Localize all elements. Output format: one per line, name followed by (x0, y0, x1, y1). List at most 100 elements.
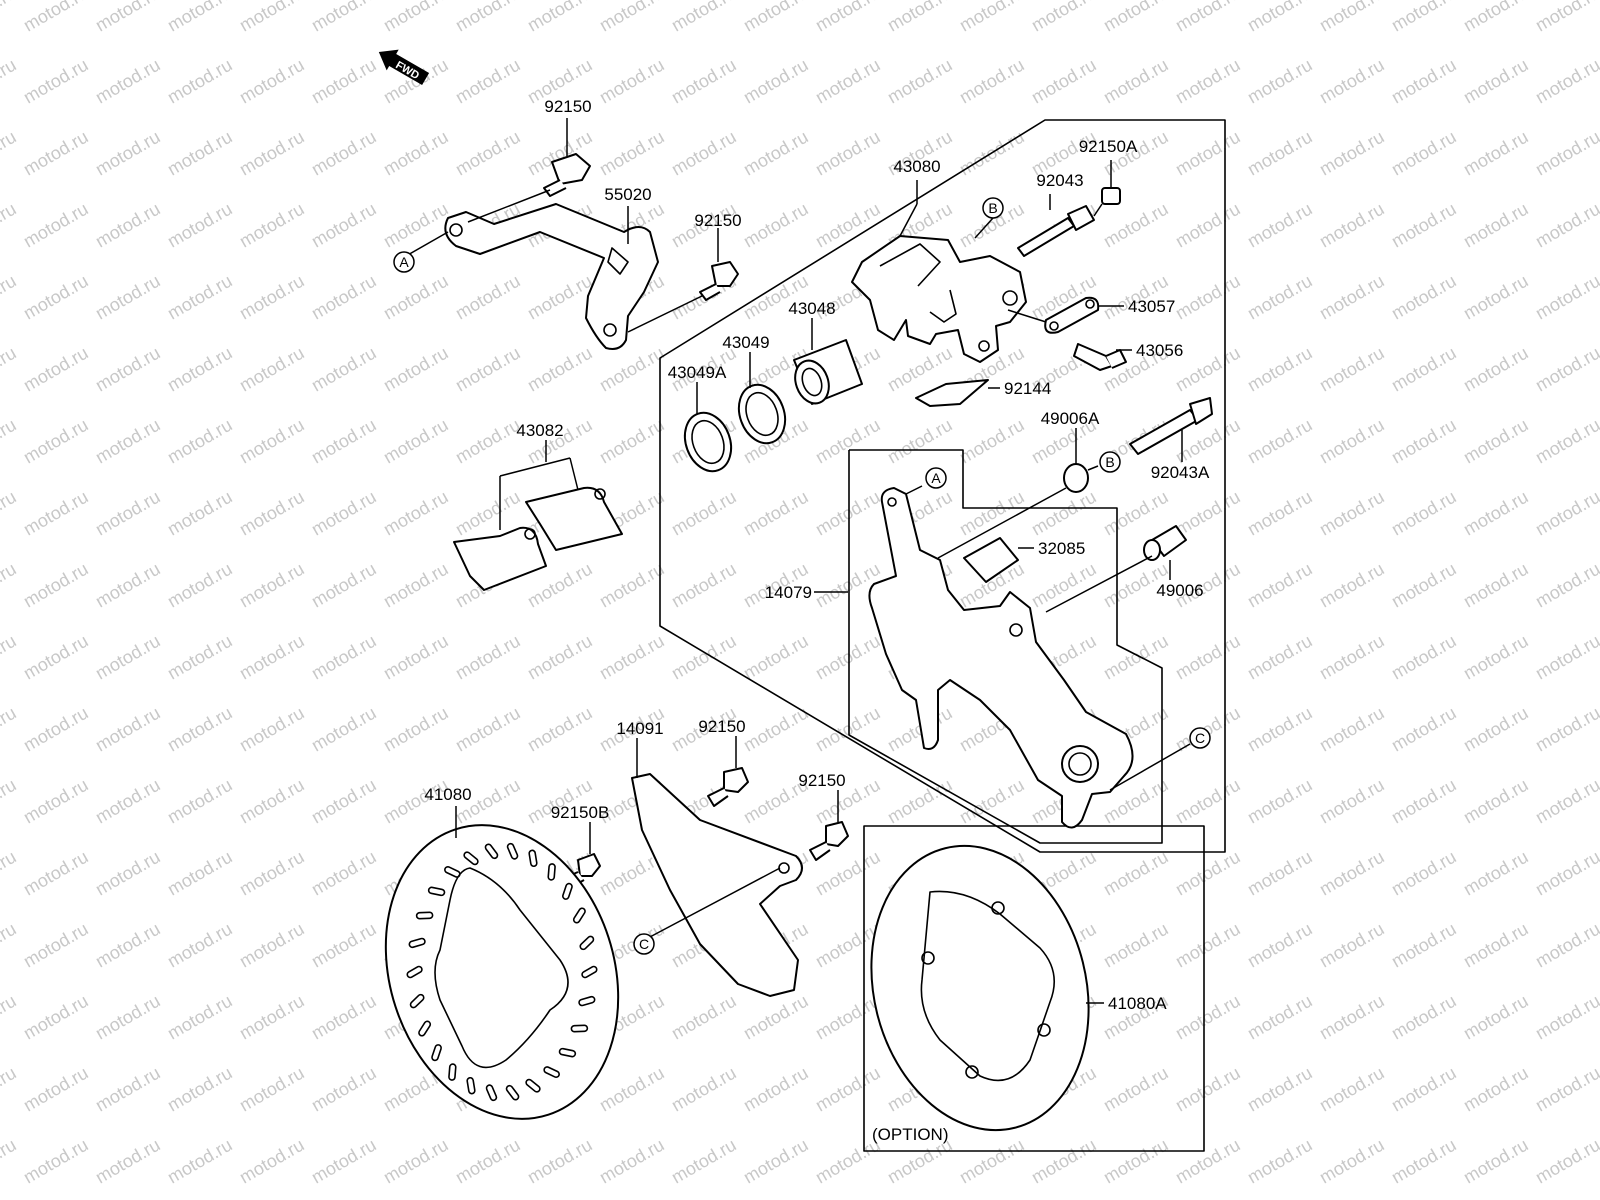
watermark-text: motod.ru (812, 127, 884, 180)
watermark-text: motod.ru (740, 199, 812, 252)
watermark-text: motod.ru (308, 991, 380, 1044)
watermark-text: motod.ru (812, 487, 884, 540)
watermark-text: motod.ru (1244, 271, 1316, 324)
watermark-text: motod.ru (1316, 55, 1388, 108)
watermark-text: motod.ru (92, 1063, 164, 1116)
disc-slot (415, 911, 434, 920)
disc-slot (525, 1078, 541, 1093)
watermark-text: motod.ru (20, 703, 92, 756)
watermark-text: motod.ru (1532, 775, 1600, 828)
watermark-text: motod.ru (1100, 631, 1172, 684)
watermark-text: motod.ru (0, 1063, 20, 1116)
watermark-text: motod.ru (524, 0, 596, 35)
watermark-text: motod.ru (1388, 271, 1460, 324)
watermark-text: motod.ru (1172, 271, 1244, 324)
watermark-text: motod.ru (524, 271, 596, 324)
watermark-text: motod.ru (20, 847, 92, 900)
watermark-text: motod.ru (1388, 919, 1460, 972)
watermark-text: motod.ru (452, 631, 524, 684)
part-labels: 92150 55020 92150 43080 92150A 92043 430… (424, 97, 1210, 1144)
caliper-bracket-box (848, 449, 1163, 844)
watermark-text: motod.ru (1532, 415, 1600, 468)
plate-32085-icon (963, 537, 1019, 583)
watermark-text: motod.ru (308, 703, 380, 756)
watermark-text: motod.ru (668, 559, 740, 612)
watermark-text: motod.ru (740, 127, 812, 180)
watermark-text: motod.ru (308, 199, 380, 252)
watermark-text: motod.ru (812, 1063, 884, 1116)
watermark-text: motod.ru (1316, 631, 1388, 684)
disc-slot (448, 1063, 457, 1081)
disc-slot (572, 907, 586, 924)
label-92150-top: 92150 (544, 97, 591, 116)
watermark-text: motod.ru (236, 0, 308, 35)
watermark-text: motod.ru (0, 847, 20, 900)
watermark-text: motod.ru (1460, 775, 1532, 828)
svg-text:B: B (1105, 454, 1114, 470)
disc-slot (547, 863, 556, 881)
watermark-text: motod.ru (1244, 919, 1316, 972)
watermark-text: motod.ru (164, 127, 236, 180)
label-14091: 14091 (616, 719, 663, 738)
watermark-text: motod.ru (92, 415, 164, 468)
watermark-text: motod.ru (956, 55, 1028, 108)
watermark-text: motod.ru (1172, 991, 1244, 1044)
watermark-text: motod.ru (1172, 55, 1244, 108)
boot-49006A-icon (1063, 463, 1089, 493)
watermark-text: motod.ru (164, 487, 236, 540)
watermark-text: motod.ru (20, 559, 92, 612)
watermark-text: motod.ru (956, 415, 1028, 468)
disc-slot (485, 1084, 498, 1102)
watermark-text: motod.ru (1244, 415, 1316, 468)
watermark-text: motod.ru (164, 0, 236, 35)
option-disc-box (863, 825, 1205, 1152)
disc-slot (528, 849, 538, 868)
watermark-text: motod.ru (884, 0, 956, 35)
watermark-text: motod.ru (1532, 703, 1600, 756)
watermark-text: motod.ru (668, 0, 740, 35)
watermark-text: motod.ru (1532, 271, 1600, 324)
watermark-text: motod.ru (1532, 199, 1600, 252)
brake-disc-41080 (384, 824, 620, 1120)
disc-slots (406, 842, 598, 1102)
watermark-text: motod.ru (1172, 199, 1244, 252)
label-43049: 43049 (722, 333, 769, 352)
watermark-text: motod.ru (236, 487, 308, 540)
watermark-text: motod.ru (236, 271, 308, 324)
watermark-text: motod.ru (308, 343, 380, 396)
watermark-text: motod.ru (1460, 847, 1532, 900)
watermark-text: motod.ru (308, 487, 380, 540)
watermark-text: motod.ru (236, 703, 308, 756)
watermark-text: motod.ru (92, 271, 164, 324)
disc-slot (579, 935, 595, 951)
watermark-text: motod.ru (380, 199, 452, 252)
link-43057-icon (1044, 296, 1100, 334)
watermark-text: motod.ru (1388, 127, 1460, 180)
bolt-92150-b-icon (699, 261, 739, 301)
watermark-text: motod.ru (1460, 343, 1532, 396)
watermark-text: motod.ru (308, 919, 380, 972)
option-label: (OPTION) (872, 1125, 949, 1144)
disc-slot (406, 965, 423, 979)
watermark-text: motod.ru (308, 415, 380, 468)
pin-92043-icon (1017, 205, 1095, 257)
watermark-text: motod.ru (1316, 127, 1388, 180)
seal-43049-icon (737, 383, 787, 445)
disc-slot (418, 1020, 432, 1037)
callout-A-1: A (393, 251, 415, 273)
watermark-text: motod.ru (236, 991, 308, 1044)
watermark-text: motod.ru (1172, 631, 1244, 684)
watermark-text: motod.ru (20, 0, 92, 35)
watermark-text: motod.ru (1460, 1063, 1532, 1116)
watermark-text: motod.ru (1028, 1135, 1100, 1188)
watermark-text: motod.ru (1388, 487, 1460, 540)
brake-disc-41080A (870, 844, 1090, 1132)
watermark-text: motod.ru (1388, 1135, 1460, 1188)
watermark-text: motod.ru (1388, 415, 1460, 468)
callout-C-2: C (633, 933, 655, 955)
watermark-text: motod.ru (0, 55, 20, 108)
watermark-text: motod.ru (1316, 199, 1388, 252)
label-49006: 49006 (1156, 581, 1203, 600)
callout-A-2: A (925, 467, 947, 489)
